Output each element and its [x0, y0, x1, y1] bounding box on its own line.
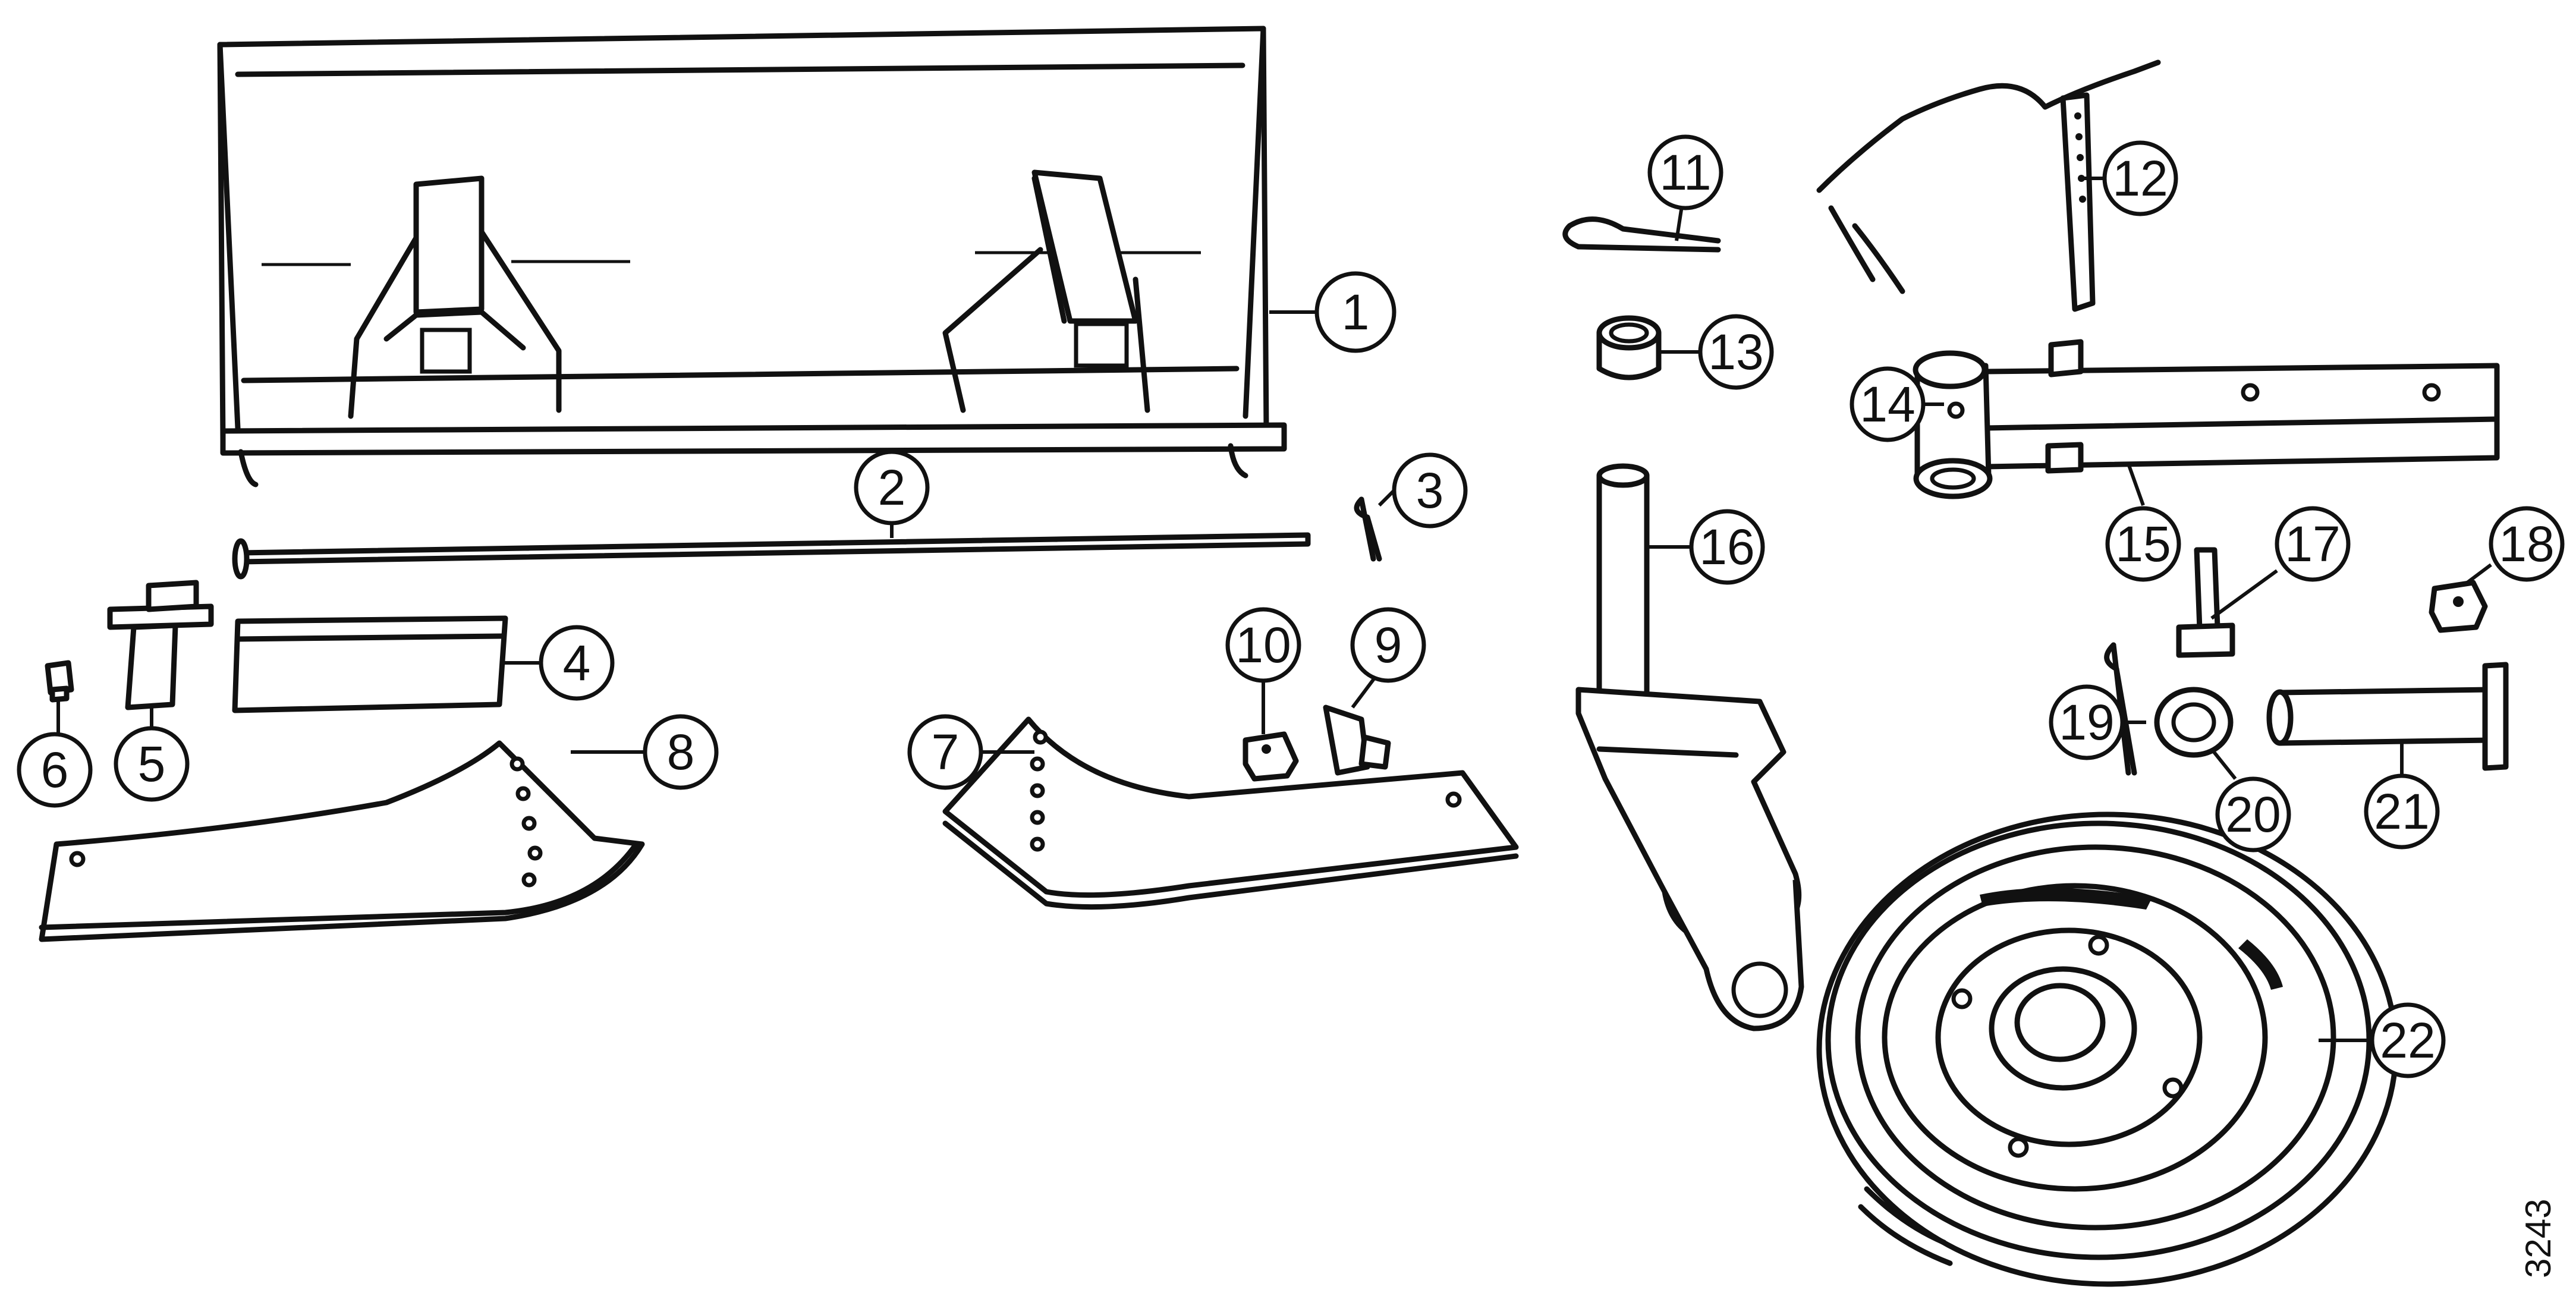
part-8-left-side-plate: [39, 740, 645, 942]
callout-label: 5: [138, 736, 166, 792]
callout-7: 7: [907, 714, 983, 790]
callout-13: 13: [1698, 314, 1774, 390]
part-7-right-side-plate: [942, 716, 1519, 910]
part-21-axle: [2266, 662, 2509, 771]
callout-14: 14: [1850, 366, 1926, 442]
part-17-bolt: [2176, 547, 2235, 658]
callout-15: 15: [2105, 506, 2181, 582]
callout-label: 17: [2285, 516, 2340, 572]
callout-4: 4: [539, 625, 615, 701]
callout-20: 20: [2215, 776, 2291, 852]
callout-22: 22: [2370, 1002, 2446, 1078]
callout-19: 19: [2049, 684, 2125, 760]
callout-label: 1: [1342, 284, 1370, 340]
callout-label: 15: [2115, 516, 2171, 572]
callout-label: 13: [1708, 324, 1763, 380]
callout-12: 12: [2102, 140, 2178, 216]
callout-label: 7: [932, 724, 960, 780]
callout-label: 10: [1235, 617, 1291, 673]
callout-label: 8: [667, 724, 695, 780]
callout-11: 11: [1647, 134, 1723, 210]
callout-9: 9: [1350, 607, 1426, 683]
part-3-cotter-pin: [1354, 496, 1382, 562]
callout-21: 21: [2364, 773, 2440, 850]
part-5-bracket: [107, 580, 214, 710]
callout-label: 16: [1699, 519, 1754, 575]
callout-label: 3: [1416, 463, 1444, 518]
part-15-tube-bar: [1913, 339, 2500, 499]
callout-label: 6: [41, 742, 69, 798]
callout-label: 18: [2499, 516, 2554, 572]
callout-2: 2: [854, 449, 930, 526]
part-2-pin: [232, 532, 1311, 580]
callout-8: 8: [643, 714, 719, 790]
callout-label: 22: [2380, 1012, 2435, 1068]
callout-label: 4: [563, 635, 591, 691]
callout-18: 18: [2489, 506, 2565, 582]
callout-label: 2: [878, 460, 906, 515]
callout-6: 6: [17, 732, 93, 808]
callout-label: 9: [1375, 617, 1402, 673]
part-20-washer: [2154, 687, 2234, 758]
part-22-wheel: [1816, 811, 2399, 1287]
callout-17: 17: [2275, 506, 2351, 582]
callout-10: 10: [1225, 607, 1301, 683]
part-10-nut: [1243, 731, 1299, 782]
part-16-leg-bracket: [1575, 463, 1804, 1031]
part-9-bolt: [1323, 704, 1391, 776]
callout-label: 11: [1659, 144, 1711, 200]
callout-label: 20: [2225, 787, 2281, 842]
part-6-bolt: [45, 660, 74, 703]
part-4-plate: [232, 615, 508, 713]
drawing-number: 3243: [2518, 1199, 2558, 1278]
part-18-nut: [2429, 580, 2488, 633]
part-13-bushing: [1596, 315, 1662, 380]
callout-label: 19: [2059, 694, 2114, 750]
part-12-chain-pin: [1816, 59, 2161, 312]
callout-label: 21: [2374, 784, 2429, 839]
callout-3: 3: [1392, 452, 1468, 528]
callout-label: 14: [1860, 376, 1915, 432]
callout-label: 12: [2112, 150, 2168, 206]
part-11-hair-pin: [1562, 216, 1721, 253]
part-1-bucket: [217, 26, 1287, 487]
callout-16: 16: [1689, 509, 1765, 585]
callout-1: 1: [1314, 271, 1396, 353]
callout-5: 5: [114, 726, 190, 802]
